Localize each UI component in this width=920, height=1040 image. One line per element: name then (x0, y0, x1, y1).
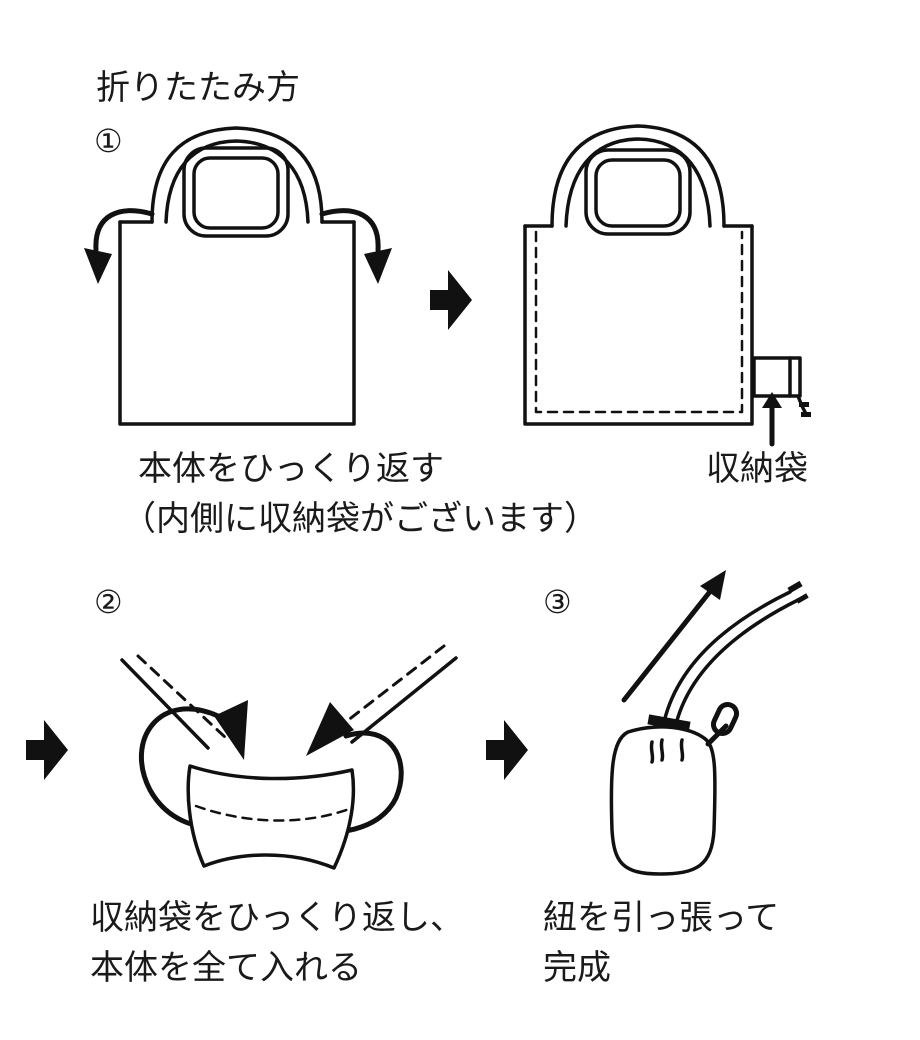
pouch-sleeve-seam (194, 804, 354, 822)
step-1-caption-line-2: （内側に収納袋がございます） (122, 499, 598, 539)
flipped-bag-handle-hole-inner (594, 158, 682, 228)
step-2-caption-line-2: 本体を全て入れる (90, 948, 362, 988)
strap-right-outer (350, 656, 458, 744)
pouch-label: 収納袋 (706, 449, 808, 489)
step-1-number: ① (94, 122, 123, 160)
step-1-flipped-bag-illustration (523, 124, 811, 447)
cord-stopper (787, 580, 809, 604)
step-3-illustration (609, 570, 809, 876)
step-3-number: ③ (543, 583, 572, 621)
bag-handle-hole (182, 146, 290, 238)
pouch-body (752, 356, 802, 398)
step-1-bag-illustration (84, 126, 392, 426)
next-arrow-3 (486, 720, 528, 780)
step-2-number: ② (94, 583, 123, 621)
insert-arrow-left (214, 700, 248, 760)
pouch-gather-3 (679, 738, 685, 762)
hanging-loop-stem (705, 723, 729, 747)
strap-left-dashed (136, 654, 228, 740)
flip-arrow-left-curve (93, 208, 155, 253)
flipped-bag-handle-band (564, 137, 712, 228)
step-1-caption-line-1: 本体をひっくり返す (138, 449, 444, 489)
flip-arrow-right-curve (319, 208, 381, 253)
pull-arrow-head (700, 570, 726, 600)
step-2-illustration (120, 644, 458, 870)
bag-handle-inner-band (164, 139, 310, 224)
drawstring-cord-inner (674, 598, 800, 726)
drawstring-cord-outer (662, 590, 792, 724)
bag-body-outline (118, 220, 356, 426)
flipped-bag-body-outline (523, 224, 754, 426)
bag-handle-outer (150, 126, 324, 224)
flip-arrow-right-head (364, 248, 392, 284)
flipped-bag-seam (534, 230, 744, 414)
step-2-caption-line-1: 収納袋をひっくり返し、 (90, 898, 464, 938)
folded-pouch-body (609, 725, 717, 876)
strap-left-outer (120, 658, 210, 750)
flip-arrow-left-head (84, 248, 112, 284)
step-3-caption-line-1: 紐を引っ張って (543, 898, 780, 938)
pouch-pointer-arrow-head (762, 392, 782, 408)
page-title: 折りたたみ方 (96, 68, 300, 108)
next-arrow-2 (26, 720, 68, 780)
next-arrow-1 (430, 270, 472, 330)
flipped-bag-handle-outer (550, 124, 726, 228)
insert-arrow-right (306, 702, 354, 756)
pouch-cord-stopper (799, 402, 811, 417)
bag-handle-hole-inner (192, 156, 280, 230)
strap-right-dashed (336, 644, 446, 730)
pouch-sleeve (186, 764, 356, 870)
pull-arrow-shaft (621, 581, 719, 703)
pouch-gather-1 (649, 740, 655, 764)
step-3-caption-line-2: 完成 (543, 948, 611, 988)
pouch-gather-2 (659, 738, 665, 762)
hanging-loop (710, 702, 740, 736)
flipped-bag-handle-hole (584, 148, 692, 236)
